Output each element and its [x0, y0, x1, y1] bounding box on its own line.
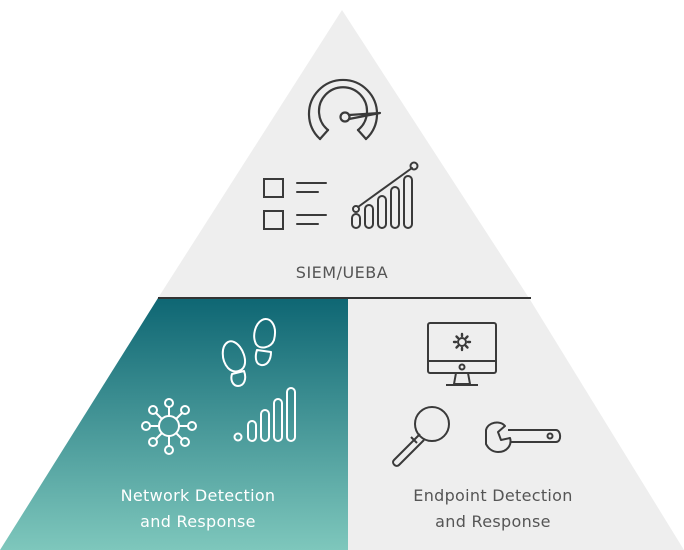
speedometer-icon	[307, 78, 382, 141]
network-hub-icon	[141, 398, 197, 455]
checklist-icon	[263, 178, 327, 230]
signal-bars-icon	[233, 387, 296, 442]
ndr-label-line1: Network Detection	[121, 486, 276, 505]
ndr-section-background	[0, 298, 348, 550]
ndr-label-line2: and Response	[140, 512, 256, 531]
footprints-icon	[221, 318, 276, 387]
siem-label: SIEM/UEBA	[296, 263, 388, 282]
edr-label-line2: and Response	[435, 512, 551, 531]
wrench-icon	[485, 421, 562, 453]
rising-bars-chart-icon	[351, 161, 419, 229]
magnifier-icon	[392, 406, 450, 467]
siem-section-background	[158, 10, 529, 298]
edr-label-line1: Endpoint Detection	[413, 486, 572, 505]
monitor-gear-icon	[427, 322, 497, 386]
